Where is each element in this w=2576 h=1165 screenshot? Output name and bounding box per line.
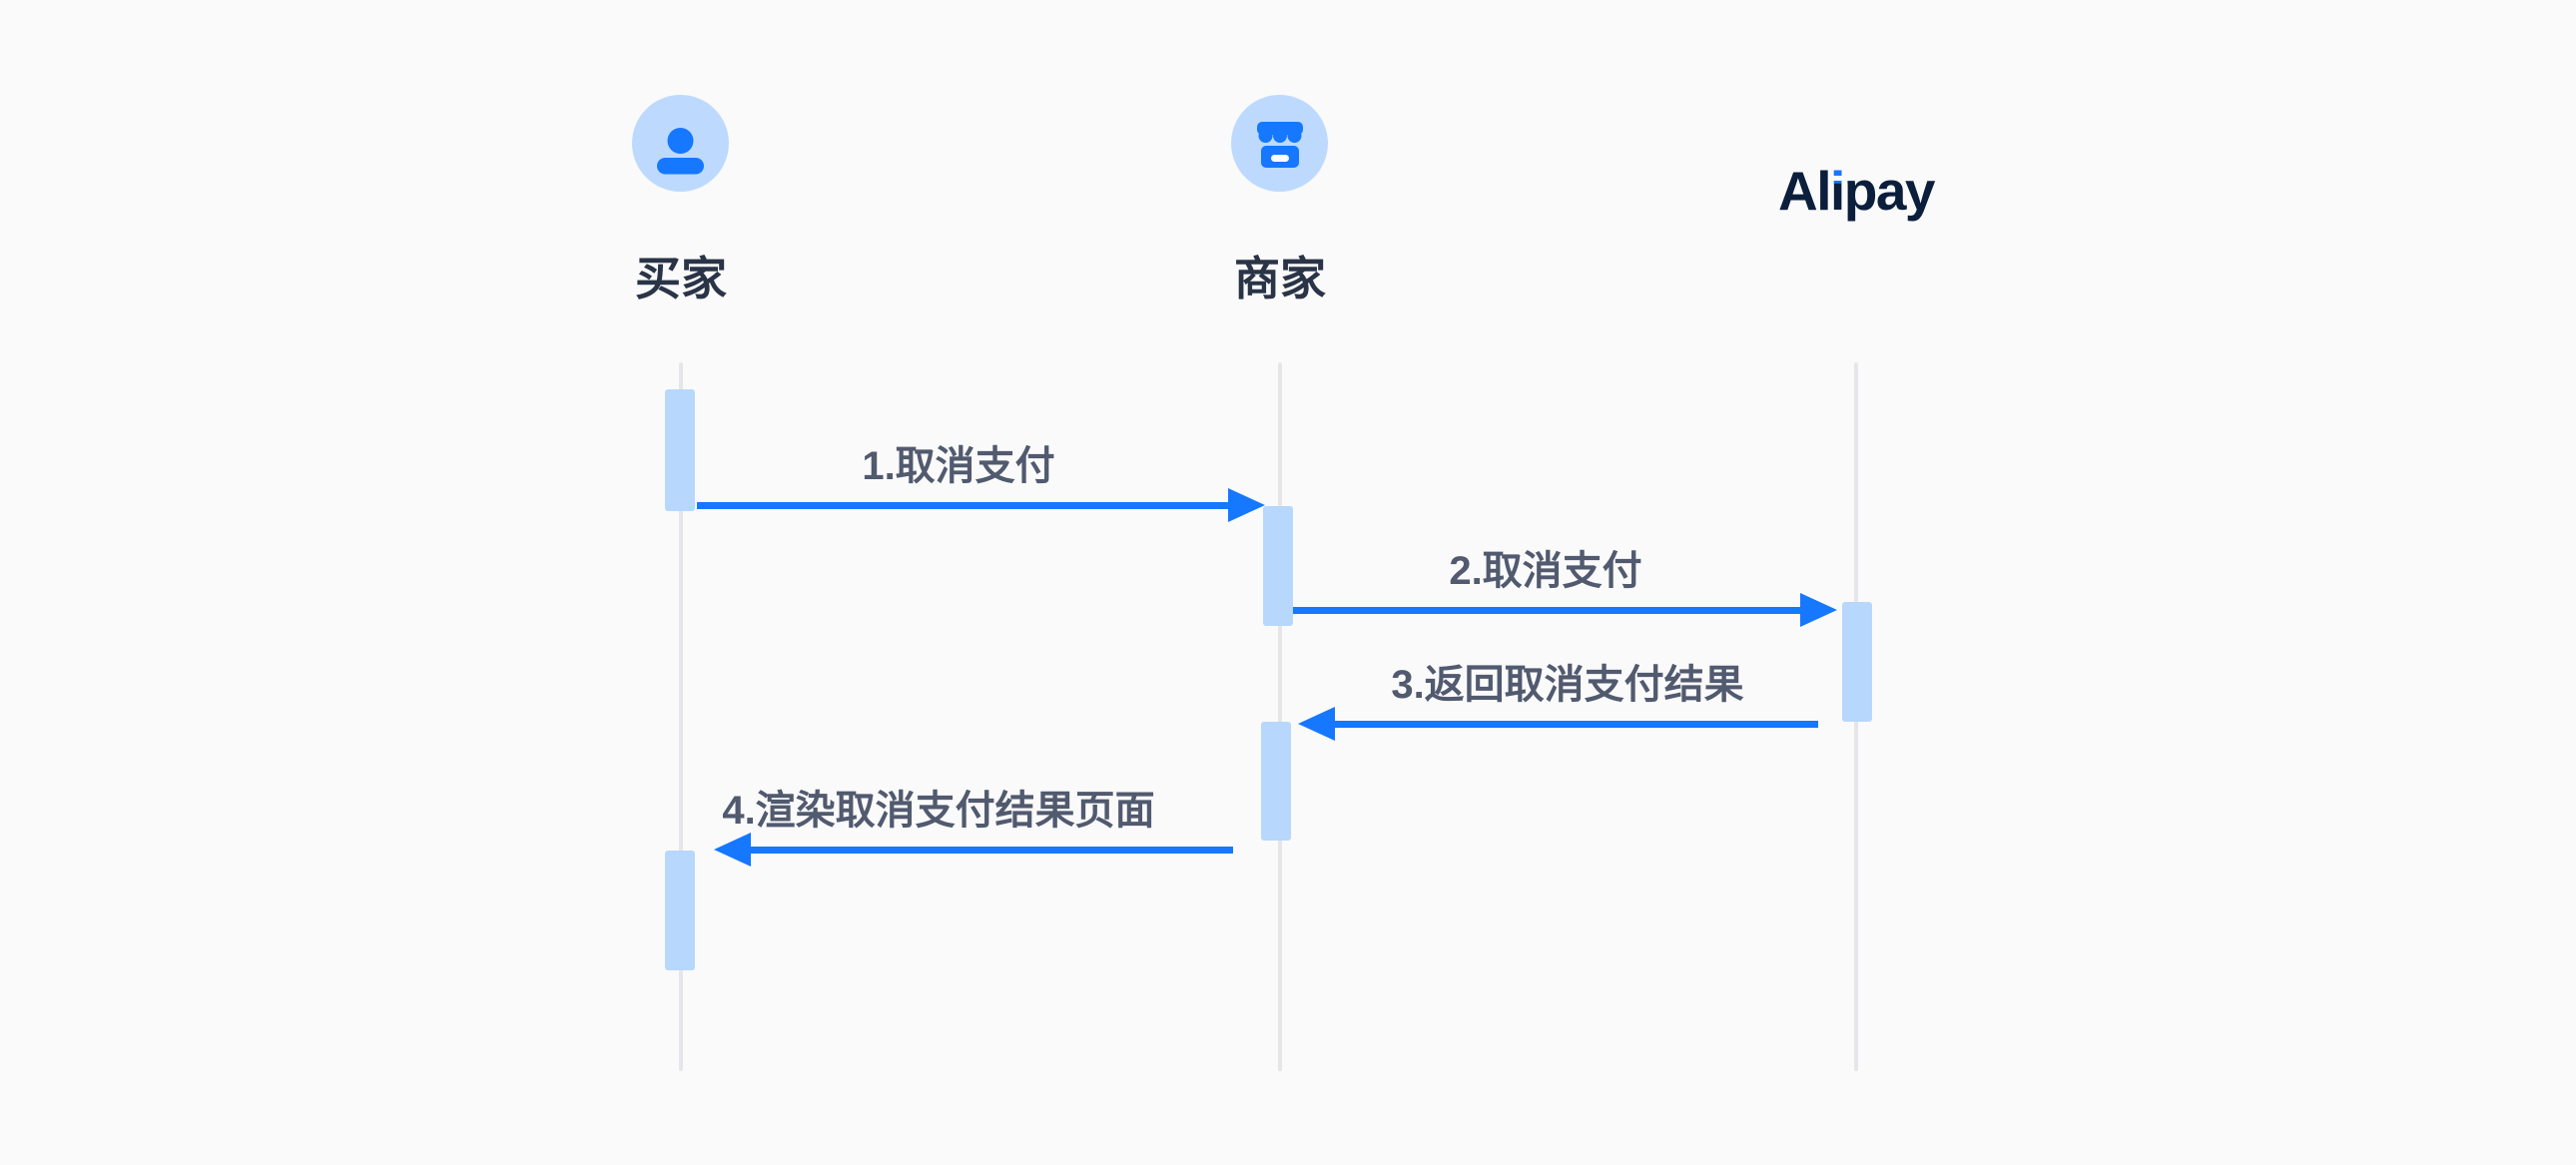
- message-3-arrow-line: [1333, 721, 1818, 728]
- message-1-arrow-line: [697, 502, 1230, 509]
- activation-alipay: [1842, 602, 1872, 722]
- store-icon: [1256, 121, 1303, 168]
- actor-label-buyer: 买家: [635, 253, 727, 304]
- message-4-arrowhead-icon: [714, 833, 751, 867]
- message-4-arrow-line: [749, 847, 1233, 854]
- message-2-arrowhead-icon: [1800, 593, 1837, 627]
- merchant-avatar: [1231, 95, 1328, 192]
- alipay-logo-text: Alipay: [1777, 160, 1936, 222]
- message-2-arrow-line: [1293, 607, 1802, 614]
- alipay-logo: Alipay Alipay: [1777, 160, 1936, 222]
- lifeline-buyer: [679, 362, 683, 1071]
- message-4-label: 4.渲染取消支付结果页面: [722, 789, 1155, 833]
- activation-buyer-1: [665, 389, 695, 511]
- buyer-avatar: [632, 95, 729, 192]
- message-1-label: 1.取消支付: [862, 444, 1055, 488]
- alipay-logo-i-dot: Alipay: [1777, 160, 1935, 222]
- activation-merchant-2: [1261, 722, 1291, 841]
- message-1-arrowhead-icon: [1228, 488, 1265, 522]
- lifeline-merchant: [1278, 362, 1282, 1071]
- message-2-label: 2.取消支付: [1449, 549, 1642, 593]
- person-icon: [656, 127, 704, 174]
- activation-merchant-1: [1263, 506, 1293, 626]
- actor-label-merchant: 商家: [1234, 253, 1326, 304]
- activation-buyer-2: [665, 851, 695, 970]
- message-3-arrowhead-icon: [1298, 707, 1335, 741]
- message-3-label: 3.返回取消支付结果: [1391, 663, 1744, 707]
